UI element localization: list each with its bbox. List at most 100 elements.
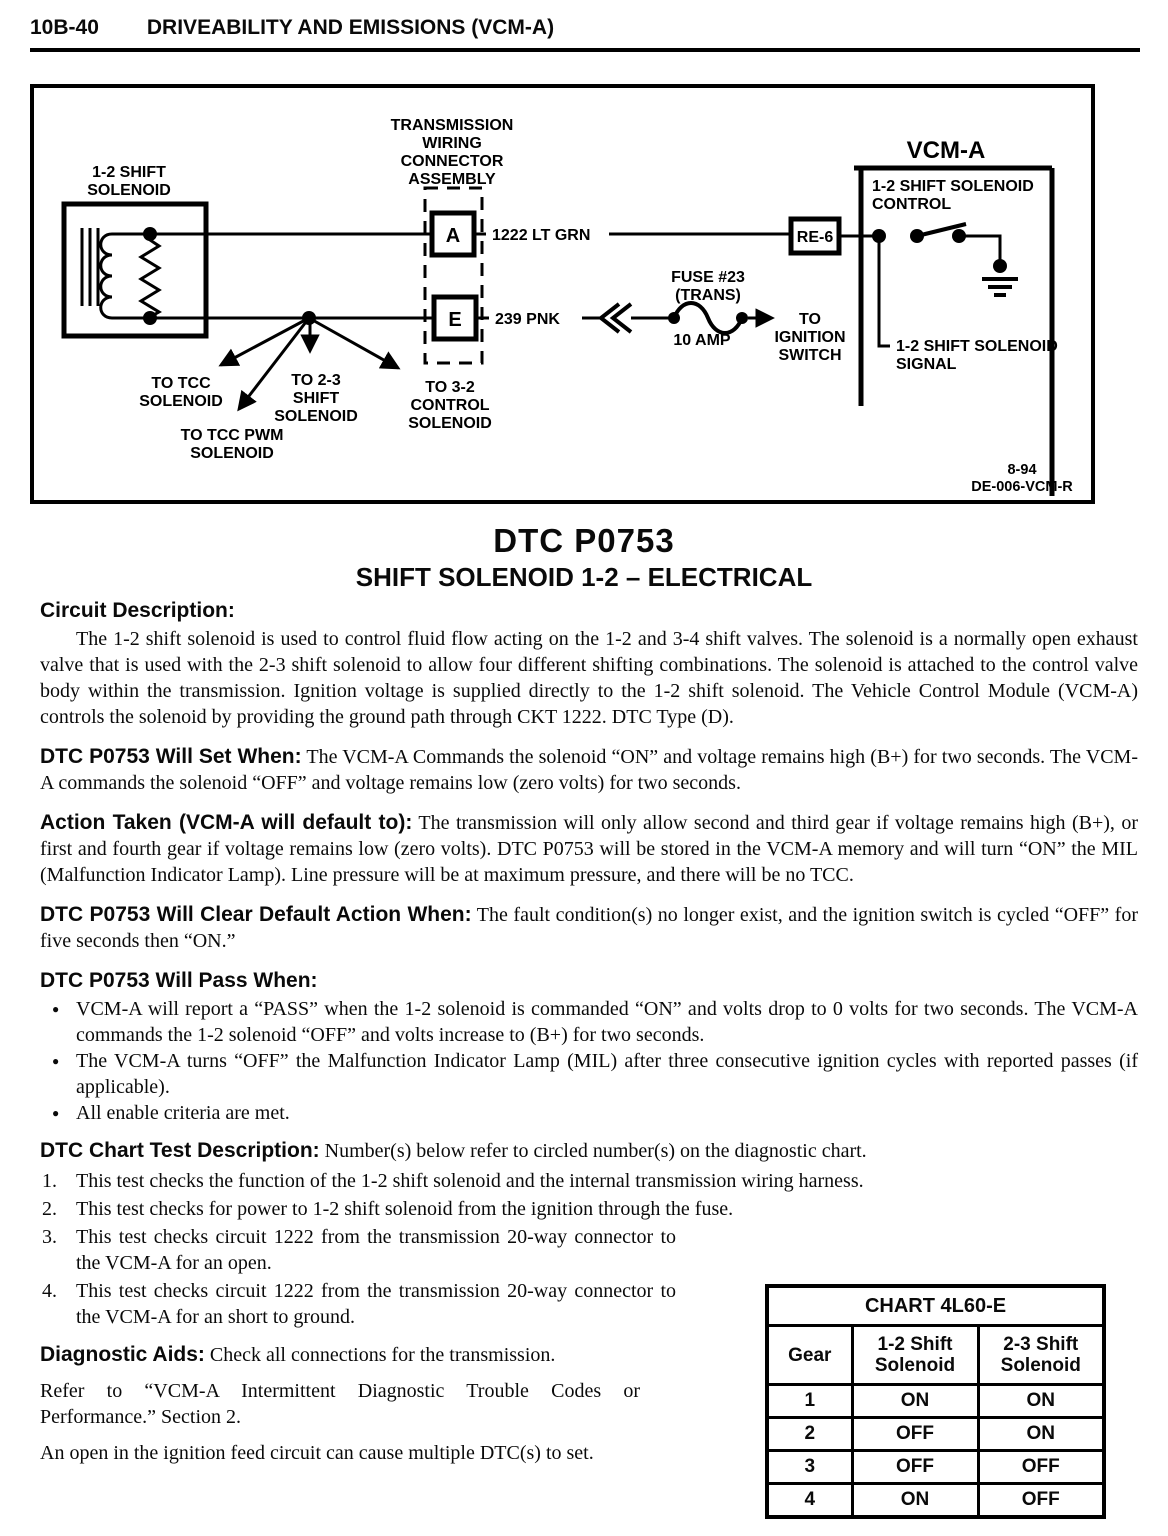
action-taken-text: The transmission will only allow second … <box>40 812 1138 886</box>
item-number: 1. <box>42 1170 57 1192</box>
arrow-to-32 <box>308 316 401 370</box>
pin-a-label: A <box>446 225 460 247</box>
fuse-label-line2: (TRANS) <box>675 287 741 304</box>
item-number: 2. <box>42 1198 57 1220</box>
cell-23-state: ON <box>976 1383 1106 1419</box>
pin-a-box <box>429 210 477 258</box>
re6-label: RE-6 <box>797 229 834 246</box>
cell-12-state: OFF <box>850 1449 980 1485</box>
solenoid-label-line1: 1-2 SHIFT <box>92 164 166 181</box>
refer-note: Refer to “VCM-A Intermittent Diagnostic … <box>40 1380 640 1428</box>
fuse-amp-label: 10 AMP <box>673 332 731 349</box>
chart-test-list: 1.This test checks the function of the 1… <box>40 1168 1138 1330</box>
chart-test-item: 1.This test checks the function of the 1… <box>40 1168 1138 1194</box>
will-set-heading: DTC P0753 Will Set When: <box>40 745 302 768</box>
signal-label-line2: SIGNAL <box>896 356 957 373</box>
figure-ref-date: 8-94 <box>1007 462 1036 478</box>
cell-gear: 2 <box>765 1416 854 1452</box>
fuse-label-line1: FUSE #23 <box>671 269 745 286</box>
will-pass-list: VCM-A will report a “PASS” when the 1-2 … <box>40 996 1138 1126</box>
figure-ref-code: DE-006-VCM-R <box>971 479 1073 495</box>
to-23-line2: SHIFT <box>293 390 339 407</box>
cell-23-state: OFF <box>976 1482 1106 1519</box>
to-32-line2: CONTROL <box>410 397 489 414</box>
vcm-a-title: VCM-A <box>907 137 986 164</box>
fuse-icon <box>672 301 744 335</box>
will-set-paragraph: DTC P0753 Will Set When: The VCM-A Comma… <box>40 744 1138 796</box>
dtc-code-title: DTC P0753 <box>493 522 675 559</box>
item-text: This test checks circuit 1222 from the t… <box>76 1280 676 1328</box>
chart-test-intro: Number(s) below refer to circled number(… <box>324 1140 867 1162</box>
body-text: Circuit Description: The 1-2 shift solen… <box>40 598 1138 1480</box>
cell-12-state: ON <box>850 1383 980 1419</box>
will-clear-heading: DTC P0753 Will Clear Default Action When… <box>40 903 472 926</box>
will-pass-bullet: VCM-A will report a “PASS” when the 1-2 … <box>40 996 1138 1048</box>
will-clear-paragraph: DTC P0753 Will Clear Default Action When… <box>40 902 1138 954</box>
to-32-line1: TO 3-2 <box>425 379 475 396</box>
action-taken-paragraph: Action Taken (VCM-A will default to): Th… <box>40 810 1138 888</box>
arrow-to-tcc-pwm <box>237 317 311 412</box>
cell-23-state: ON <box>976 1416 1106 1452</box>
to-tcc-line1: TO TCC <box>151 375 211 392</box>
to-tcc-pwm-line1: TO TCC PWM <box>181 427 284 444</box>
signal-wire <box>877 236 890 348</box>
solenoid-symbol <box>61 201 209 339</box>
control-label-line2: CONTROL <box>872 196 951 213</box>
circuit-description-text: The 1-2 shift solenoid is used to contro… <box>40 628 1138 728</box>
connector-label-line3: CONNECTOR <box>401 153 504 170</box>
to-tcc-pwm-line2: SOLENOID <box>190 445 274 462</box>
table-title-row: CHART 4L60-E <box>764 1284 1107 1327</box>
open-circuit-note: An open in the ignition feed circuit can… <box>40 1442 594 1464</box>
table-row: 3 OFF OFF <box>765 1449 1106 1485</box>
diagnostic-aids-paragraph: Diagnostic Aids: Check all connections f… <box>40 1342 746 1368</box>
vcm-a-box <box>854 165 1055 496</box>
diagnostic-aids-text: Check all connections for the transmissi… <box>209 1344 556 1366</box>
page-number: 10B-40 <box>30 16 99 39</box>
will-set-text: The VCM-A Commands the solenoid “ON” and… <box>40 746 1138 794</box>
connector-label-line4: ASSEMBLY <box>408 171 496 188</box>
connector-label-line1: TRANSMISSION <box>391 117 514 134</box>
ignition-line2: IGNITION <box>774 329 845 346</box>
chart-test-item: 3.This test checks circuit 1222 from the… <box>40 1224 676 1276</box>
solenoid-box <box>61 201 209 339</box>
wire-239-label: 239 PNK <box>495 311 560 328</box>
arrow-to-tcc <box>218 316 310 367</box>
table-title: CHART 4L60-E <box>764 1284 1107 1327</box>
to-tcc-line2: SOLENOID <box>139 393 223 410</box>
table-row: 2 OFF ON <box>765 1416 1106 1452</box>
wire-to-ground <box>959 234 1002 260</box>
to-32-line3: SOLENOID <box>408 415 492 432</box>
item-number: 3. <box>42 1226 57 1248</box>
pin-e-label: E <box>448 309 461 331</box>
ground-dot <box>993 259 1007 273</box>
col-header-gear: Gear <box>765 1324 854 1386</box>
to-23-line3: SOLENOID <box>274 408 358 425</box>
document-title: DTC P0753 SHIFT SOLENOID 1-2 – ELECTRICA… <box>0 522 1168 593</box>
re6-box <box>788 216 842 256</box>
solenoid-label-line2: SOLENOID <box>87 182 171 199</box>
ground-icon <box>982 277 1018 297</box>
control-label-line1: 1-2 SHIFT SOLENOID <box>872 178 1034 195</box>
col-header-23-shift: 2-3 Shift Solenoid <box>976 1324 1106 1386</box>
table-header-row: Gear 1-2 Shift Solenoid 2-3 Shift Soleno… <box>765 1324 1106 1386</box>
item-number: 4. <box>42 1280 57 1302</box>
connector-dashed-box <box>423 186 484 365</box>
fuse-dot-right <box>736 312 748 324</box>
wire-1222-label: 1222 LT GRN <box>492 227 590 244</box>
cell-23-state: OFF <box>976 1449 1106 1485</box>
chart-test-item: 2. This test checks for power to 1-2 shif… <box>40 1196 1138 1222</box>
will-pass-heading: DTC P0753 Will Pass When: <box>40 969 318 992</box>
cell-12-state: OFF <box>850 1416 980 1452</box>
ignition-line1: TO <box>799 311 821 328</box>
item-text: This test checks for power to 1-2 shift … <box>76 1198 734 1220</box>
dtc-subtitle: SHIFT SOLENOID 1-2 – ELECTRICAL <box>355 562 813 592</box>
table-row: 4 ON OFF <box>765 1482 1106 1519</box>
solenoid-core-icon <box>80 228 100 306</box>
branch-labels: TO TCC SOLENOID TO 2-3 SHIFT SOLENOID TO… <box>139 372 492 462</box>
chart-test-heading: DTC Chart Test Description: <box>40 1139 320 1162</box>
connector-label-line2: WIRING <box>422 135 482 152</box>
connector-assembly-label: TRANSMISSION WIRING CONNECTOR ASSEMBLY <box>391 117 514 188</box>
cell-12-state: ON <box>850 1482 980 1519</box>
driver-switch-icon <box>916 222 967 238</box>
